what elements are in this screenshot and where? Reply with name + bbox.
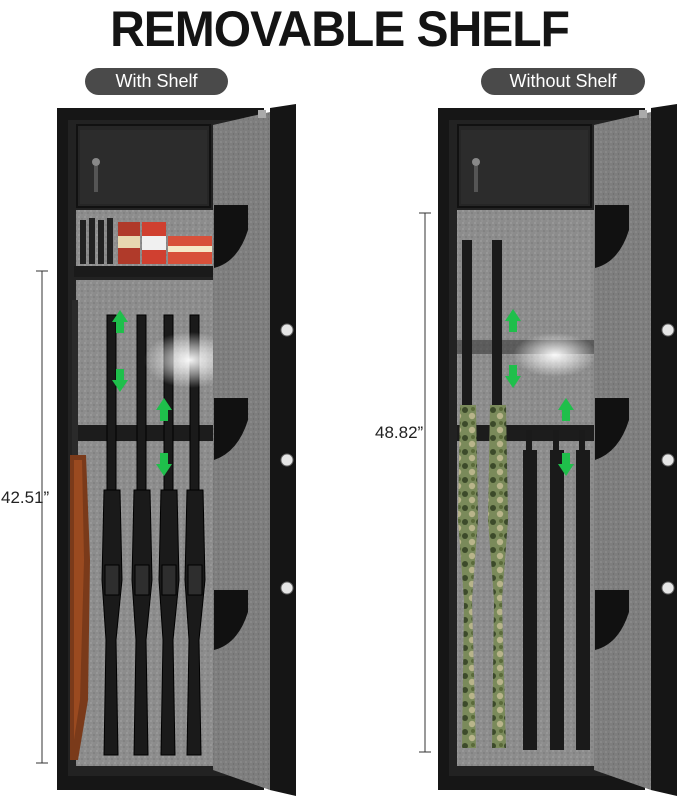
rifle-wood bbox=[70, 300, 90, 760]
with-shelf-dimension-line bbox=[36, 270, 48, 764]
rifles-black bbox=[101, 314, 206, 756]
led-light bbox=[513, 333, 597, 377]
with-shelf-label-text: With Shelf bbox=[115, 71, 198, 91]
safe-without-shelf bbox=[438, 104, 677, 796]
removable-shelf bbox=[74, 266, 216, 277]
with-shelf-label: With Shelf bbox=[85, 68, 228, 95]
without-shelf-height-label: 48.82” bbox=[375, 423, 424, 442]
rifles-tactical bbox=[523, 430, 590, 750]
page-title: REMOVABLE SHELF bbox=[110, 1, 570, 58]
safe-door-right bbox=[594, 104, 677, 796]
rifles-camo bbox=[458, 240, 508, 748]
ammo-boxes bbox=[80, 218, 212, 264]
safe-door-left bbox=[213, 104, 296, 796]
safe-with-shelf bbox=[57, 104, 296, 796]
without-shelf-label-text: Without Shelf bbox=[509, 71, 617, 91]
move-arrows-icon bbox=[112, 310, 172, 476]
lockbox-keyhole-icon bbox=[472, 158, 480, 166]
lockbox-keyhole-icon bbox=[92, 158, 100, 166]
with-shelf-height-label: 42.51” bbox=[1, 488, 50, 507]
without-shelf-label: Without Shelf bbox=[481, 68, 645, 95]
without-shelf-dimension-line bbox=[419, 212, 431, 753]
move-arrows-icon bbox=[505, 309, 574, 476]
